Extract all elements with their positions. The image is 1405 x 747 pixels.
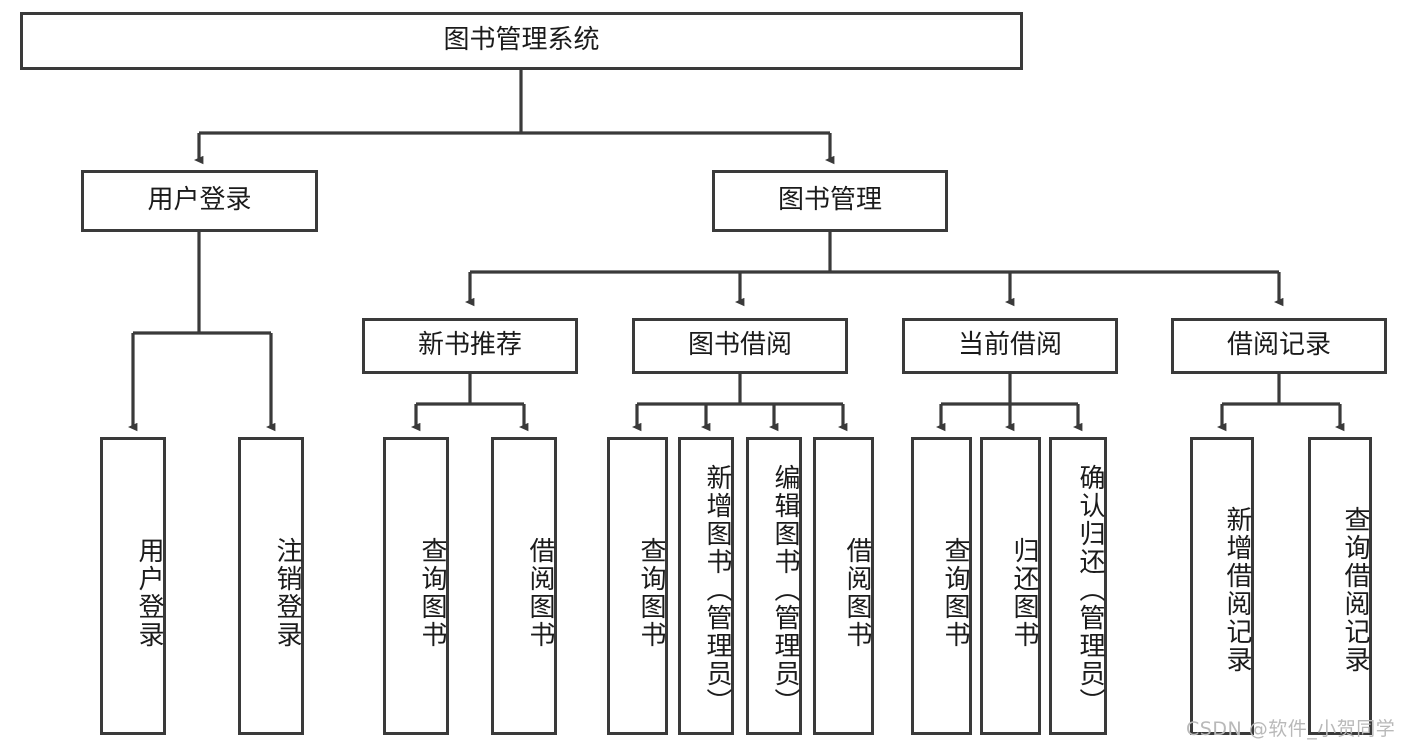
node-label: 新增借阅记录 <box>1222 506 1252 674</box>
node-leaf-query-record[interactable]: 查询借阅记录 <box>1308 437 1372 735</box>
node-leaf-logout-login[interactable]: 注销登录 <box>238 437 304 735</box>
node-book-manage[interactable]: 图书管理 <box>712 170 948 232</box>
node-leaf-user-login[interactable]: 用户登录 <box>100 437 166 735</box>
node-label: 新增图书（管理员） <box>702 464 732 716</box>
node-label: 借阅记录 <box>1226 330 1331 361</box>
node-borrow-record[interactable]: 借阅记录 <box>1171 318 1387 374</box>
node-leaf-query-book-3[interactable]: 查询图书 <box>911 437 972 735</box>
node-leaf-borrow-book-1[interactable]: 借阅图书 <box>491 437 557 735</box>
node-leaf-query-book-2[interactable]: 查询图书 <box>607 437 668 735</box>
node-label: 编辑图书（管理员） <box>770 464 800 716</box>
node-label: 归还图书 <box>1009 537 1039 649</box>
node-leaf-return-book[interactable]: 归还图书 <box>980 437 1041 735</box>
node-leaf-confirm-return[interactable]: 确认归还（管理员） <box>1049 437 1107 735</box>
node-label: 注销登录 <box>272 537 302 649</box>
node-label: 确认归还（管理员） <box>1075 464 1105 716</box>
node-label: 查询借阅记录 <box>1340 506 1370 674</box>
node-book-borrow[interactable]: 图书借阅 <box>632 318 848 374</box>
node-new-book-recommend[interactable]: 新书推荐 <box>362 318 578 374</box>
node-label: 用户登录 <box>147 185 252 216</box>
node-leaf-add-book[interactable]: 新增图书（管理员） <box>678 437 734 735</box>
node-label: 图书借阅 <box>687 330 792 361</box>
node-label: 图书管理 <box>777 185 882 216</box>
watermark-text: CSDN @软件_小贺同学 <box>1186 718 1396 740</box>
node-leaf-add-record[interactable]: 新增借阅记录 <box>1190 437 1254 735</box>
node-label: 用户登录 <box>134 537 164 649</box>
node-leaf-borrow-book-2[interactable]: 借阅图书 <box>813 437 874 735</box>
node-label: 当前借阅 <box>957 330 1062 361</box>
node-root-system[interactable]: 图书管理系统 <box>20 12 1023 70</box>
node-current-borrow[interactable]: 当前借阅 <box>902 318 1118 374</box>
node-label: 查询图书 <box>636 537 666 649</box>
node-label: 查询图书 <box>940 537 970 649</box>
node-label: 借阅图书 <box>842 537 872 649</box>
node-leaf-query-book-1[interactable]: 查询图书 <box>383 437 449 735</box>
node-label: 新书推荐 <box>417 330 522 361</box>
node-leaf-edit-book[interactable]: 编辑图书（管理员） <box>746 437 802 735</box>
node-user-login[interactable]: 用户登录 <box>81 170 318 232</box>
node-label: 图书管理系统 <box>443 25 600 56</box>
node-label: 借阅图书 <box>525 537 555 649</box>
node-label: 查询图书 <box>417 537 447 649</box>
